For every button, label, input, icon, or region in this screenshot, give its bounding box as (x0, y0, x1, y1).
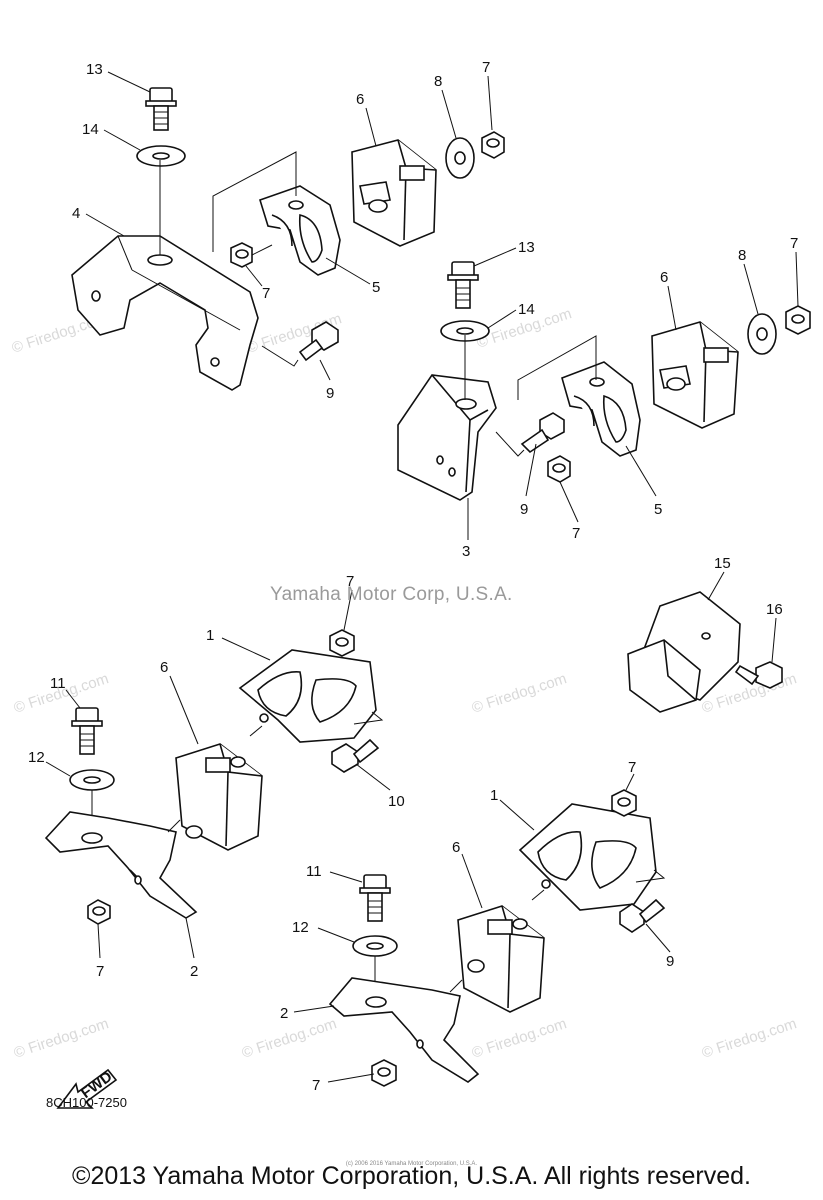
bolt-11-lower-right (359, 874, 391, 922)
callout-12: 12 (292, 919, 309, 936)
callout-16: 16 (766, 601, 783, 618)
callout-7: 7 (572, 525, 580, 542)
bolt-13-upper-right (447, 261, 479, 309)
nut-7-lower-right (371, 1059, 397, 1087)
bolt-9-lower-right (619, 898, 666, 933)
damper-1-lower-left (238, 649, 377, 743)
callout-7: 7 (482, 59, 490, 76)
nut-7-lower-left-upper (329, 629, 355, 657)
bracket-4 (71, 235, 259, 391)
copyright-notice: ©2013 Yamaha Motor Corporation, U.S.A. A… (72, 1162, 751, 1190)
damper-5-upper-left (259, 185, 341, 276)
damper-1-lower-right (518, 803, 657, 911)
callout-8: 8 (434, 73, 442, 90)
center-credit: Yamaha Motor Corp, U.S.A. (270, 584, 513, 605)
callout-15: 15 (714, 555, 731, 572)
callout-7: 7 (262, 285, 270, 302)
washer-8-upper-right (747, 313, 777, 355)
bolt-10 (331, 738, 380, 773)
bracket-3 (397, 374, 497, 501)
callout-2: 2 (280, 1005, 288, 1022)
rubber-stopper-15 (627, 591, 741, 713)
callout-9: 9 (326, 385, 334, 402)
callout-2: 2 (190, 963, 198, 980)
rubber-mount-6-lower-right (457, 905, 545, 1013)
callout-4: 4 (72, 205, 80, 222)
callout-11: 11 (306, 863, 322, 880)
callout-1: 1 (490, 787, 498, 804)
nut-7-upper-left-outer (481, 131, 505, 159)
washer-14-upper-right (440, 320, 490, 342)
bolt-16 (734, 661, 783, 689)
washer-14-upper-left (136, 145, 186, 167)
rubber-mount-6-upper-right (651, 321, 739, 429)
callout-7: 7 (312, 1077, 320, 1094)
callout-7: 7 (96, 963, 104, 980)
bolt-9-upper-right (520, 412, 565, 454)
nut-7-upper-right-outer (785, 305, 811, 335)
washer-12-lower-left (69, 769, 115, 791)
callout-14: 14 (82, 121, 99, 138)
callout-6: 6 (160, 659, 168, 676)
nut-7-upper-right-inner (547, 455, 571, 483)
rubber-mount-6-lower-left (175, 743, 263, 851)
callout-8: 8 (738, 247, 746, 264)
callout-6: 6 (356, 91, 364, 108)
callout-5: 5 (654, 501, 662, 518)
bracket-2-lower-right (328, 977, 480, 1083)
nut-7-lower-right-upper (611, 789, 637, 817)
washer-8-upper-left (445, 137, 475, 179)
callout-9: 9 (666, 953, 674, 970)
callout-6: 6 (660, 269, 668, 286)
callout-1: 1 (206, 627, 214, 644)
callout-10: 10 (388, 793, 405, 810)
callout-5: 5 (372, 279, 380, 296)
rubber-mount-6-upper-left (351, 139, 437, 247)
nut-7-upper-left-inner (230, 242, 253, 268)
callout-7: 7 (346, 573, 354, 590)
washer-12-lower-right (352, 935, 398, 957)
bolt-9-upper-left (298, 321, 339, 362)
bracket-2-lower-left (44, 811, 198, 919)
callout-11: 11 (50, 675, 66, 692)
callout-13: 13 (518, 239, 535, 256)
callout-7: 7 (790, 235, 798, 252)
callout-9: 9 (520, 501, 528, 518)
tiny-credit: (c) 2006 2016 Yamaha Motor Corporation, … (345, 1161, 478, 1167)
drawing-number: 8CH100-7250 (46, 1095, 127, 1110)
callout-6: 6 (452, 839, 460, 856)
callout-7: 7 (628, 759, 636, 776)
bolt-11-lower-left (71, 707, 103, 755)
bolt-13-upper-left (145, 87, 177, 131)
callout-3: 3 (462, 543, 470, 560)
damper-5-upper-right (561, 361, 641, 457)
callout-14: 14 (518, 301, 535, 318)
nut-7-lower-left (87, 899, 111, 925)
callout-12: 12 (28, 749, 45, 766)
callout-13: 13 (86, 61, 103, 78)
